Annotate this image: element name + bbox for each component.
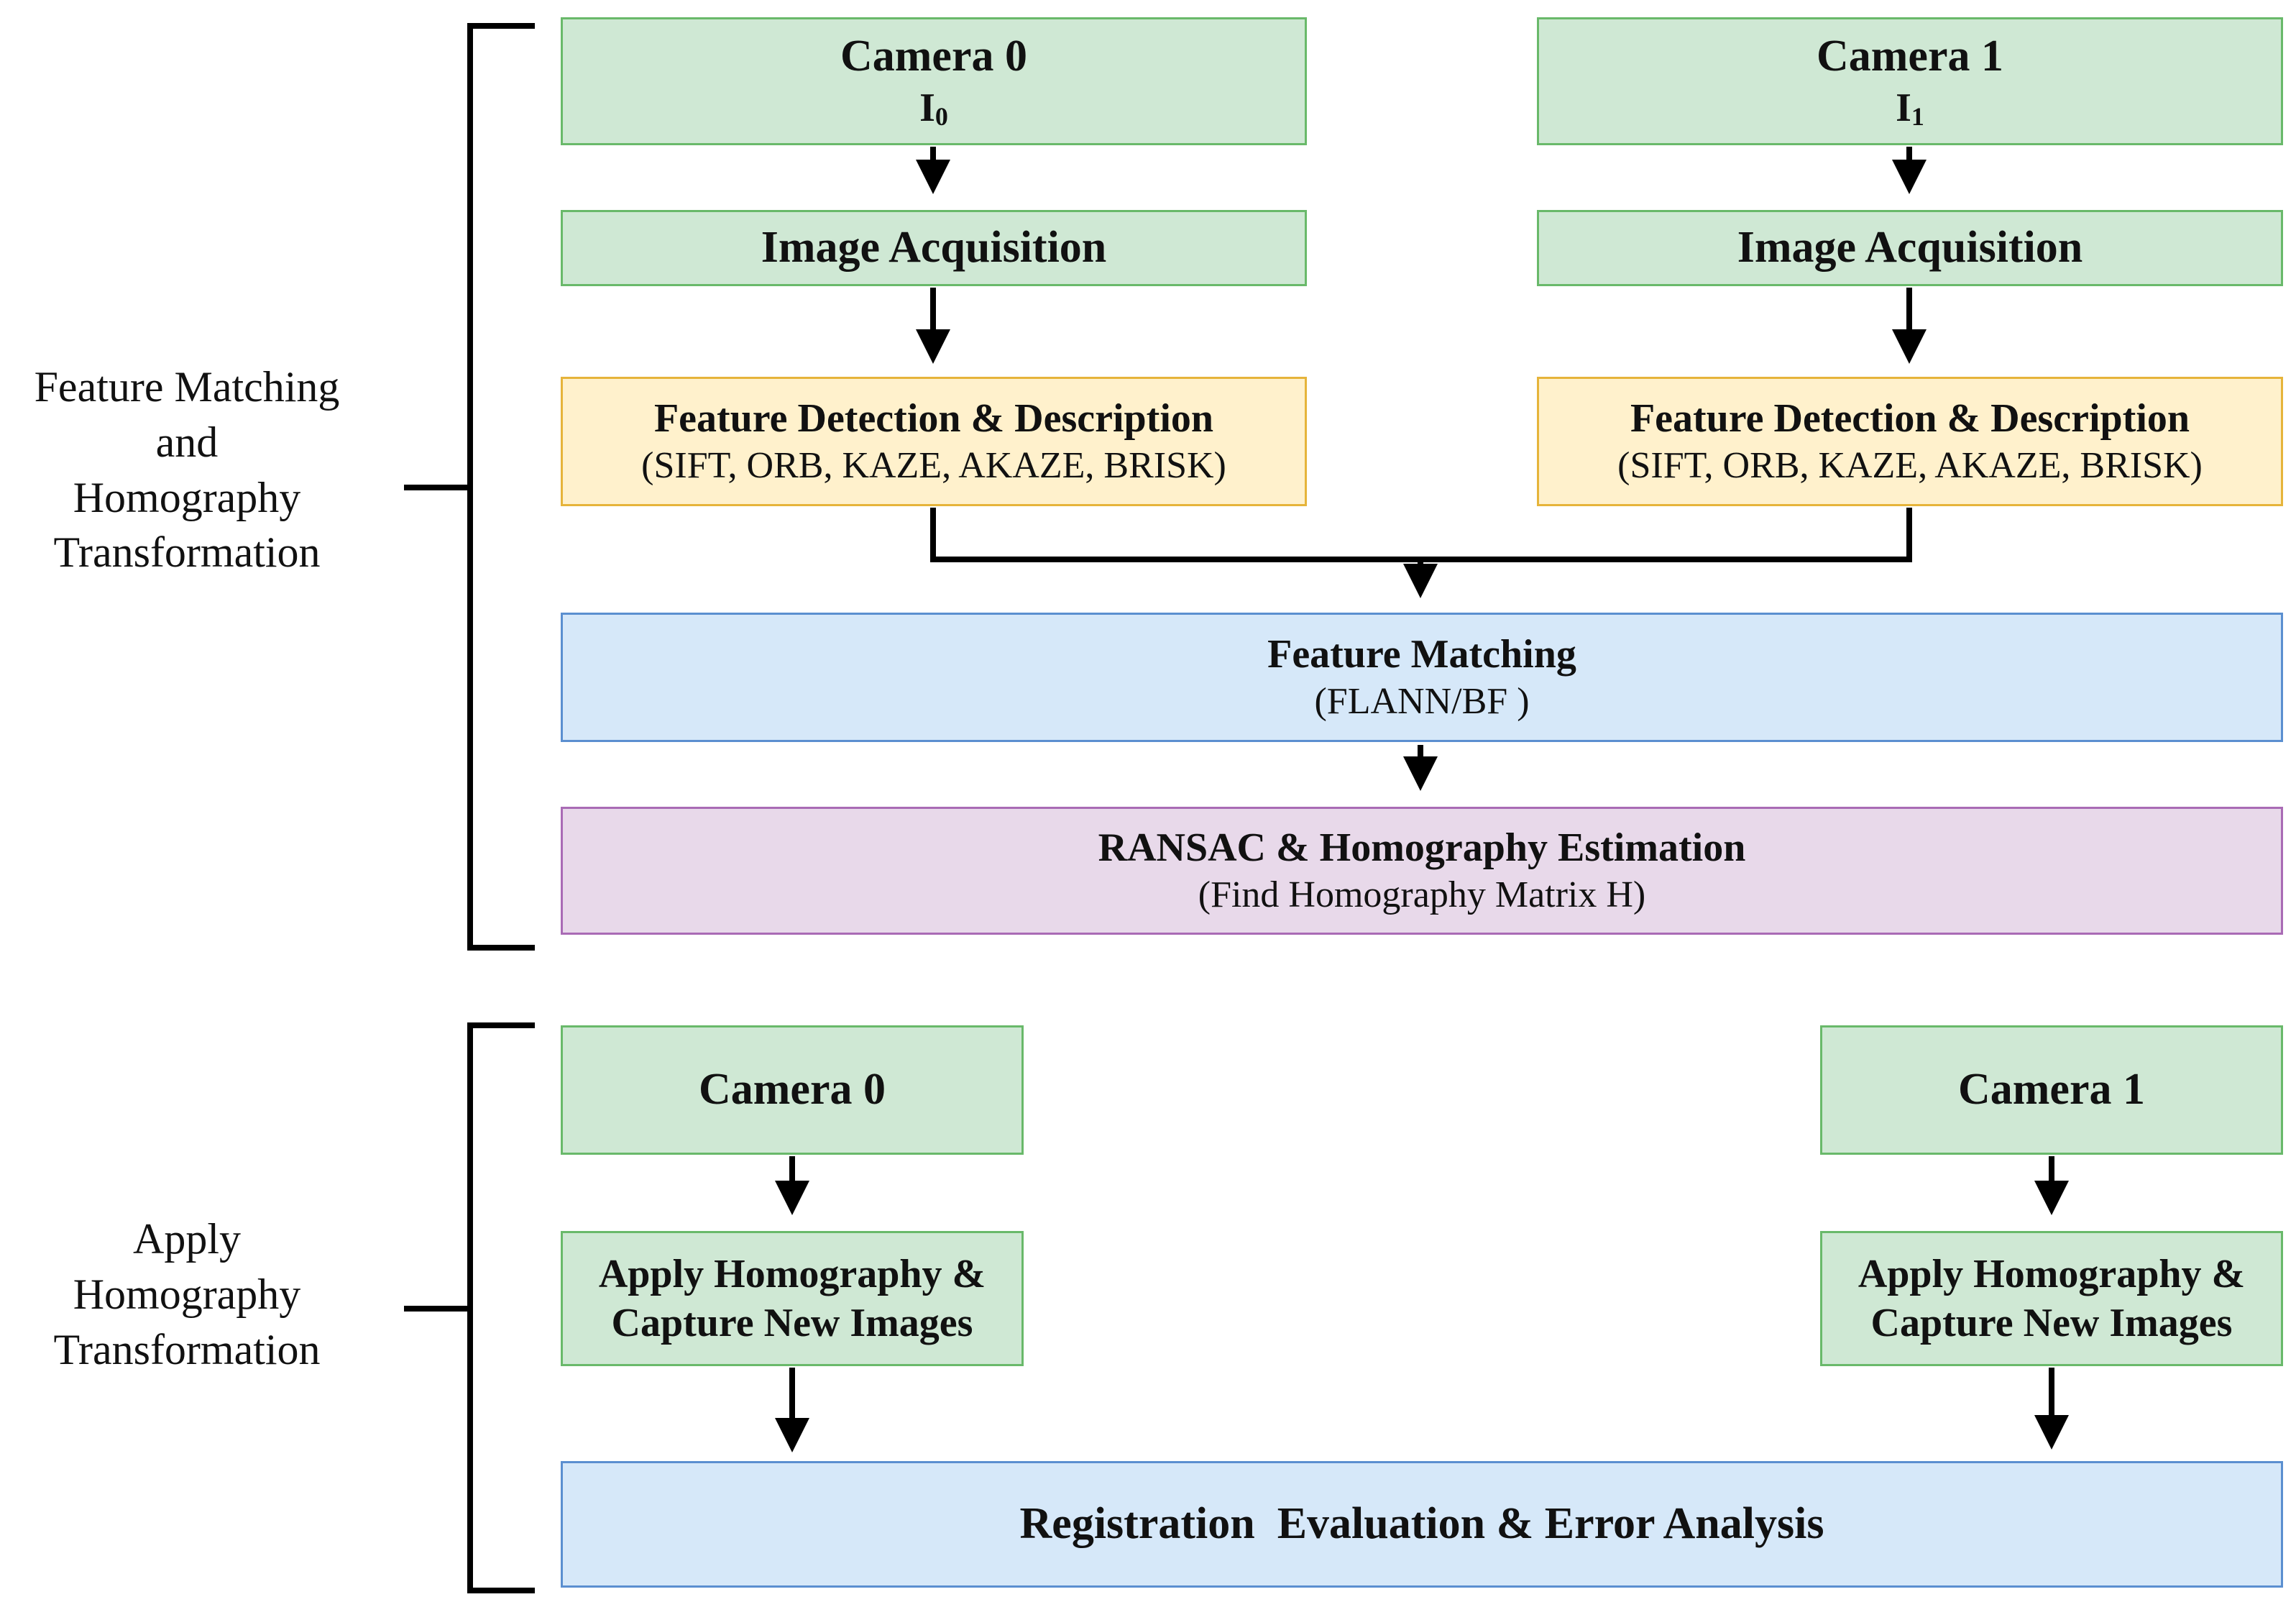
bottom-camera1-box: Camera 1 (1820, 1025, 2283, 1155)
bottom-group-bracket (467, 1022, 535, 1593)
feature-detection1-title: Feature Detection & Description (1630, 396, 2190, 441)
top-camera0-box: Camera 0 I0 (561, 17, 1307, 145)
feature-detection0-box: Feature Detection & Description (SIFT, O… (561, 377, 1307, 506)
feature-detection0-methods: (SIFT, ORB, KAZE, AKAZE, BRISK) (641, 445, 1226, 487)
apply-homography1-line2: Capture New Images (1870, 1301, 2233, 1345)
apply-homography1-box: Apply Homography & Capture New Images (1820, 1231, 2283, 1366)
apply-homography1-line1: Apply Homography & (1858, 1251, 2246, 1296)
feature-matching-box: Feature Matching (FLANN/BF ) (561, 613, 2283, 742)
feature-detection1-box: Feature Detection & Description (SIFT, O… (1537, 377, 2283, 506)
merge-connector (930, 508, 1912, 562)
registration-box: Registration Evaluation & Error Analysis (561, 1461, 2283, 1588)
acquisition1-label: Image Acquisition (1737, 223, 2083, 273)
ransac-title: RANSAC & Homography Estimation (1098, 825, 1746, 871)
apply-homography0-line1: Apply Homography & (598, 1251, 986, 1296)
bottom-group-label: Apply Homography Transformation (53, 1215, 321, 1373)
top-camera1-box: Camera 1 I1 (1537, 17, 2283, 145)
feature-matching-title: Feature Matching (1267, 632, 1576, 677)
top-camera1-image-label: I1 (1896, 86, 1924, 132)
ransac-box: RANSAC & Homography Estimation (Find Hom… (561, 807, 2283, 935)
top-group-label: Feature Matching and Homography Transfor… (34, 363, 340, 577)
top-camera1-title: Camera 1 (1817, 31, 2003, 81)
ransac-subtitle: (Find Homography Matrix H) (1198, 874, 1646, 916)
apply-homography0-box: Apply Homography & Capture New Images (561, 1231, 1024, 1366)
bottom-camera0-box: Camera 0 (561, 1025, 1024, 1155)
bottom-camera1-title: Camera 1 (1958, 1065, 2145, 1114)
apply-homography0-line2: Capture New Images (611, 1301, 973, 1345)
top-camera0-title: Camera 0 (840, 31, 1027, 81)
feature-detection0-title: Feature Detection & Description (653, 396, 1214, 441)
top-acquisition0-box: Image Acquisition (561, 210, 1307, 286)
top-group-bracket (467, 23, 535, 951)
acquisition0-label: Image Acquisition (761, 223, 1107, 273)
bottom-camera0-title: Camera 0 (699, 1065, 886, 1114)
registration-label: Registration Evaluation & Error Analysis (1019, 1499, 1824, 1549)
feature-matching-method: (FLANN/BF ) (1314, 681, 1530, 723)
top-acquisition1-box: Image Acquisition (1537, 210, 2283, 286)
feature-detection1-methods: (SIFT, ORB, KAZE, AKAZE, BRISK) (1617, 445, 2203, 487)
top-camera0-image-label: I0 (919, 86, 948, 132)
